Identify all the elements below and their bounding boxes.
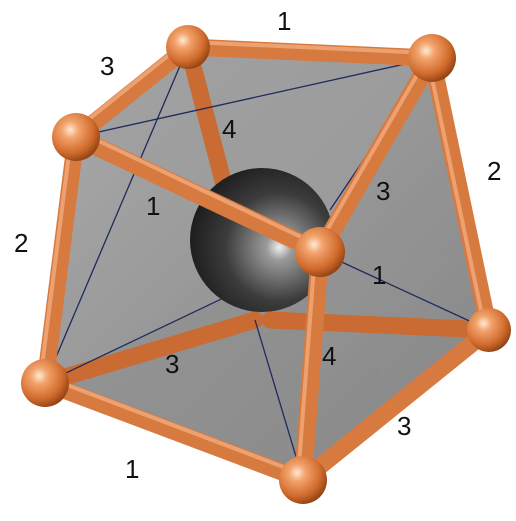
label-inner-lower-left: 3 [165,349,179,379]
label-upper-left: 3 [100,51,114,81]
label-inner-right-upper: 3 [376,176,390,206]
atom-center-front [295,227,345,277]
bond-inner-right-upper [311,49,441,261]
atom-top-left [166,25,210,69]
atom-bottom-left [21,359,69,407]
label-inner-lower: 4 [322,341,336,371]
label-inner-left: 1 [146,191,160,221]
label-left: 2 [14,228,28,258]
label-right: 2 [487,156,501,186]
bond-left [36,128,85,392]
atom-left [52,113,100,161]
atom-right [467,308,511,352]
label-inner-right: 1 [372,260,386,290]
label-bottom-left: 1 [125,454,139,484]
bond-inner-lower [294,243,329,489]
label-bottom-right: 3 [397,411,411,441]
atoms [21,25,511,504]
bond-back-lowright [261,311,498,339]
label-inner-upper: 4 [222,114,236,144]
edge-labels: 1 3 2 1 3 2 4 1 3 1 4 3 [14,6,501,484]
atom-top-right [408,34,456,82]
label-top: 1 [277,6,291,36]
atom-bottom [279,456,327,504]
bond-top [179,38,441,67]
bond-inner-left [67,128,329,261]
bond-highlights [38,40,487,480]
bond-right [423,49,498,339]
bond-back-top [179,38,237,209]
bond-bottom-left [36,374,312,489]
bond-back-lowleft [36,311,264,392]
bond-bottom-right [294,321,498,489]
